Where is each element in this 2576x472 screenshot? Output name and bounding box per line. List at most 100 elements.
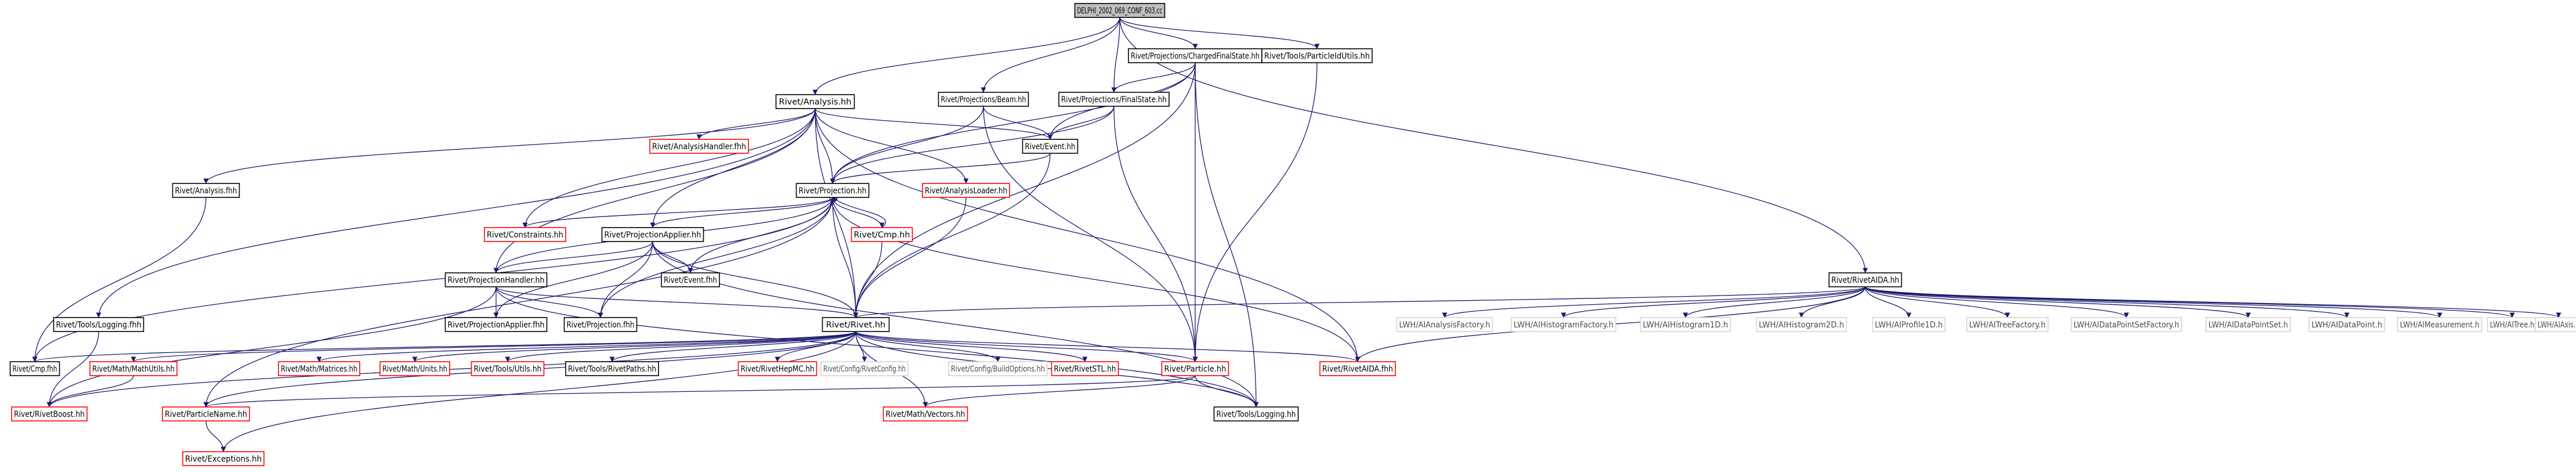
node-label: DELPHI_2002_069_CONF_603.cc — [1077, 6, 1163, 16]
node-box — [1319, 361, 1396, 376]
node-box — [661, 272, 720, 287]
node-stl[interactable]: Rivet/RivetSTL.hh — [1051, 361, 1119, 376]
edge-aloader-to-rivethh — [853, 197, 967, 318]
edge-projection-to-projfhh — [598, 197, 833, 318]
node-beam[interactable]: Rivet/Projections/Beam.hh — [938, 92, 1029, 107]
edge-rivethh-to-mathutils — [131, 331, 856, 362]
node-hepmc[interactable]: Rivet/RivetHepMC.hh — [737, 361, 817, 376]
node-ahandler[interactable]: Rivet/AnalysisHandler.fhh — [649, 139, 749, 154]
node-analysisfhh[interactable]: Rivet/Analysis.fhh — [172, 183, 240, 198]
edge-phandler-to-tlog — [495, 286, 1259, 408]
node-rpaths[interactable]: Rivet/Tools/RivetPaths.hh — [565, 361, 659, 376]
edge-phandler-to-boost — [46, 286, 497, 408]
edge-rivethh-to-units — [412, 331, 856, 362]
node-label: LWH/AIDataPoint.h — [2311, 320, 2382, 330]
node-box — [1966, 317, 2049, 332]
edge-analysis-to-rivethh — [815, 108, 859, 318]
node-aloader[interactable]: Rivet/AnalysisLoader.hh — [922, 183, 1010, 198]
node-lwh10[interactable]: LWH/AIMeasurement.h — [2397, 317, 2483, 332]
node-tlogfhh[interactable]: Rivet/Tools/Logging.fhh — [53, 317, 144, 332]
edge-event-to-rivethh — [853, 153, 1051, 318]
node-label: Rivet/ProjectionApplier.hh — [605, 230, 701, 240]
node-label: Rivet/AnalysisHandler.fhh — [652, 142, 746, 152]
node-phandler[interactable]: Rivet/ProjectionHandler.hh — [444, 272, 548, 287]
node-lwh6[interactable]: LWH/AITreeFactory.h — [1966, 317, 2049, 332]
edge-papplier-to-papplierfhh — [493, 241, 653, 318]
node-cmphh[interactable]: Rivet/Cmp.hh — [851, 227, 913, 242]
node-box — [172, 183, 240, 198]
edge-cmphh-to-rivethh — [853, 241, 882, 318]
node-label: Rivet/Projection.fhh — [567, 320, 635, 330]
node-box — [444, 317, 548, 332]
node-lwh7[interactable]: LWH/AIDataPointSetFactory.h — [2071, 317, 2182, 332]
node-lwh9[interactable]: LWH/AIDataPoint.h — [2309, 317, 2385, 332]
edge-root-to-analysis — [812, 17, 1120, 95]
edge-mathutils-to-boost — [46, 375, 134, 408]
file-nodes: DELPHI_2002_069_CONF_603.ccRivet/Project… — [9, 3, 2576, 466]
node-label: Rivet/Projection.hh — [799, 186, 867, 196]
node-lwh1[interactable]: LWH/AIAnalysisFactory.h — [1396, 317, 1493, 332]
edge-analysis-to-ahandler — [696, 108, 816, 140]
node-tlog[interactable]: Rivet/Tools/Logging.hh — [1213, 406, 1299, 421]
edge-projection-to-papplier — [650, 197, 833, 228]
node-rivethh[interactable]: Rivet/Rivet.hh — [822, 317, 890, 332]
node-papplier[interactable]: Rivet/ProjectionApplier.hh — [601, 227, 704, 242]
node-vectors[interactable]: Rivet/Math/Vectors.hh — [882, 406, 968, 421]
edge-rivethh-to-rpaths — [609, 331, 856, 362]
node-exceptions[interactable]: Rivet/Exceptions.hh — [182, 451, 265, 466]
node-constraints[interactable]: Rivet/Constraints.hh — [484, 227, 566, 242]
node-boost[interactable]: Rivet/RivetBoost.hh — [11, 406, 88, 421]
node-label: Rivet/RivetSTL.hh — [1054, 365, 1116, 374]
node-event[interactable]: Rivet/Event.hh — [1022, 139, 1079, 154]
node-lwh3[interactable]: LWH/AIHistogram1D.h — [1640, 317, 1731, 332]
edge-rivethh-to-bconfig — [855, 331, 1001, 362]
node-lwh2[interactable]: LWH/AIHistogramFactory.h — [1511, 317, 1616, 332]
node-label: Rivet/Tools/Logging.hh — [1217, 410, 1296, 419]
node-lwh4[interactable]: LWH/AIHistogram2D.h — [1756, 317, 1847, 332]
edge-projection-to-rivethh — [832, 197, 859, 318]
node-label: LWH/AIHistogramFactory.h — [1514, 320, 1613, 330]
node-particle[interactable]: Rivet/Particle.hh — [1161, 361, 1229, 376]
edge-aida-to-lwh1 — [1442, 286, 1866, 318]
node-mathutils[interactable]: Rivet/Math/MathUtils.hh — [89, 361, 178, 376]
node-units[interactable]: Rivet/Math/Units.hh — [379, 361, 450, 376]
node-bconfig[interactable]: Rivet/Config/BuildOptions.hh — [948, 361, 1048, 376]
node-root[interactable]: DELPHI_2002_069_CONF_603.cc — [1074, 3, 1166, 18]
node-lwh5[interactable]: LWH/AIProfile1D.h — [1872, 317, 1946, 332]
node-lwh12[interactable]: LWH/AIAxis.h — [2535, 317, 2576, 332]
node-cmpfhh[interactable]: Rivet/Cmp.fhh — [9, 361, 60, 376]
node-rconfig[interactable]: Rivet/Config/RivetConfig.hh — [820, 361, 909, 376]
node-lwh8[interactable]: LWH/AIDataPointSet.h — [2205, 317, 2291, 332]
node-putils[interactable]: Rivet/Tools/ParticleIdUtils.hh — [1261, 48, 1373, 63]
node-box — [922, 183, 1010, 198]
node-label: Rivet/Config/RivetConfig.hh — [823, 365, 906, 374]
node-label: LWH/AIAnalysisFactory.h — [1399, 320, 1490, 330]
node-projection[interactable]: Rivet/Projection.hh — [795, 183, 870, 198]
node-box — [1756, 317, 1847, 332]
node-papplierfhh[interactable]: Rivet/ProjectionApplier.fhh — [444, 317, 548, 332]
node-label: Rivet/Math/Matrices.hh — [281, 365, 357, 374]
node-tutils[interactable]: Rivet/Tools/Utils.hh — [471, 361, 545, 376]
edge-aida-to-lwh6 — [1865, 286, 2010, 318]
edge-beam-to-particle — [983, 106, 1198, 362]
edge-root-to-putils — [1119, 17, 1320, 49]
node-projfhh[interactable]: Rivet/Projection.fhh — [563, 317, 638, 332]
edge-beam-to-projection — [830, 106, 984, 184]
node-cfs[interactable]: Rivet/Projections/ChargedFinalState.hh — [1128, 48, 1262, 63]
node-label: Rivet/Analysis.hh — [779, 98, 852, 107]
edge-putils-to-particle — [1192, 62, 1318, 362]
node-lwh11[interactable]: LWH/AITree.h — [2487, 317, 2538, 332]
node-eventfhh[interactable]: Rivet/Event.fhh — [661, 272, 720, 287]
node-aidahh[interactable]: Rivet/RivetAIDA.fhh — [1319, 361, 1396, 376]
node-aida[interactable]: Rivet/RivetAIDA.hh — [1828, 272, 1902, 287]
node-analysis[interactable]: Rivet/Analysis.hh — [775, 94, 855, 109]
edge-aida-to-lwh2 — [1561, 286, 1866, 318]
node-box — [1128, 48, 1262, 63]
node-matrices[interactable]: Rivet/Math/Matrices.hh — [278, 361, 360, 376]
dependency-edges — [32, 17, 2561, 452]
node-box — [379, 361, 450, 376]
node-fs[interactable]: Rivet/Projections/FinalState.hh — [1058, 92, 1170, 107]
edge-phandler-to-rivethh — [495, 286, 859, 318]
node-pname[interactable]: Rivet/ParticleName.hh — [162, 406, 250, 421]
node-label: Rivet/Constraints.hh — [487, 230, 563, 240]
